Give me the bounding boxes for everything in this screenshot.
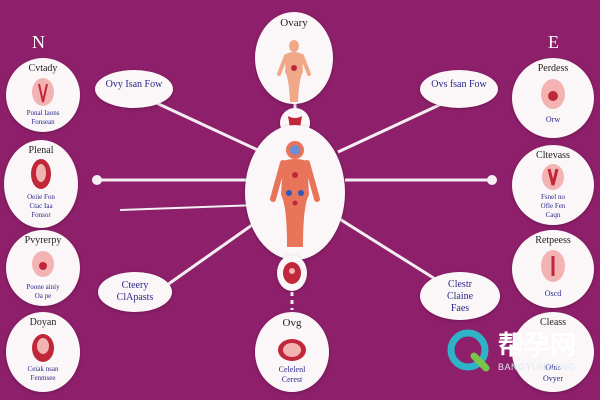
right-node-2: Cltevass Fsnel no Ofle Fen Caqn [512,145,594,225]
right-bottom-oval-label-2: Claine [446,291,474,302]
watermark-q-logo-icon [447,329,490,372]
body-figure-icon [277,40,311,102]
left-node-4-title: Doyan [29,317,57,328]
bottom-center-bubble: Ovg Celelenl Cerest [255,312,329,392]
connector-right-bottom [337,216,441,284]
anatomy-figure-icon [270,141,320,247]
right-node-4-caption-2: Ovyer [543,374,563,383]
center-body-bubble [245,125,345,260]
right-top-oval-label: Ovs fsan Fow [431,79,487,90]
right-node-2-caption-2: Ofle Fen [540,202,566,210]
left-node-2: Plenal Oeiie Fon Ctac Iaa Fonsor [4,140,78,228]
top-center-bubble: Ovary [255,12,333,104]
connector-left-diagonal [119,204,259,211]
ovary-organ-icon [283,262,301,284]
left-bottom-oval: Cteery ClApasts [98,272,172,312]
left-top-oval-label: Ovy Isan Fow [105,79,163,90]
right-node-2-caption-1: Fsnel no [541,193,565,201]
corner-letter-left: N [32,32,45,52]
right-node-1-caption-1: Orw [545,115,561,124]
right-node-3-title: Retpeess [535,235,571,246]
uterus-icon [542,164,564,190]
left-node-1-caption-2: Fonsean [31,118,55,126]
left-node-2-title: Plenal [28,145,54,156]
center-bottom-bubble [277,255,307,291]
uterus-icon [541,250,565,282]
bottom-center-caption-2: Cerest [281,375,303,384]
connector-left-top [149,98,263,154]
right-node-2-caption-3: Caqn [545,211,561,219]
right-bottom-oval: Clestr Claine Faes [420,272,500,320]
bottom-center-caption-1: Celelenl [278,365,306,374]
uterus-icon [541,79,565,109]
right-node-4: Cleass Ofns Ovyer [512,312,594,392]
ovary-round-icon [278,339,306,361]
left-node-2-caption-3: Fonsor [31,211,51,219]
right-bottom-oval-label-3: Faes [450,303,470,314]
left-node-3-caption-1: Poone ainiy [26,283,60,291]
watermark-logo-text: 帮孕网 [498,330,577,360]
left-node-4: Doyan Ceiak nsan Fenmsee [6,312,80,392]
connector-dot-left [92,175,102,185]
watermark-sub-text: BANGYUNWANG [498,362,576,372]
left-node-2-caption-2: Ctac Iaa [29,202,53,210]
left-node-1: Cvtady Ponal Iaons Fonsean [6,58,80,132]
bottom-center-label: Ovg [282,317,302,329]
connector-right-top [337,98,451,154]
right-node-4-title: Cleass [539,317,567,328]
left-bottom-oval-label-2: ClApasts [116,292,154,303]
uterus-icon [31,159,51,189]
uterus-icon [32,78,54,106]
top-center-label: Ovary [280,17,308,29]
right-bottom-oval-label-1: Clestr [448,279,472,290]
left-bottom-oval-label-1: Cteery [121,280,149,291]
uterus-icon [32,251,54,277]
uterus-icon [32,334,54,362]
corner-letter-right: E [548,32,559,52]
left-node-3-title: Pvyrerpy [24,235,62,246]
left-node-3: Pvyrerpy Poone ainiy Oa pe [6,230,80,306]
right-node-1: Perdess Orw [512,58,594,138]
connector-left-bottom [159,216,263,292]
right-node-3-caption-1: Oscd [544,289,562,298]
left-top-oval: Ovy Isan Fow [95,70,173,108]
connector-dot-right [487,175,497,185]
left-node-4-caption-1: Ceiak nsan [27,365,59,373]
left-node-3-caption-2: Oa pe [34,292,52,300]
left-node-1-caption-1: Ponal Iaons [26,109,60,117]
left-node-1-title: Cvtady [28,63,58,74]
right-node-4-caption-1: Ofns [545,363,561,372]
left-node-4-caption-2: Fenmsee [30,374,56,382]
right-top-oval: Ovs fsan Fow [420,70,498,108]
right-node-2-title: Cltevass [536,150,570,161]
right-node-1-title: Perdess [537,63,569,74]
right-node-3: Retpeess Oscd [512,230,594,308]
left-node-2-caption-1: Oeiie Fon [27,193,55,201]
